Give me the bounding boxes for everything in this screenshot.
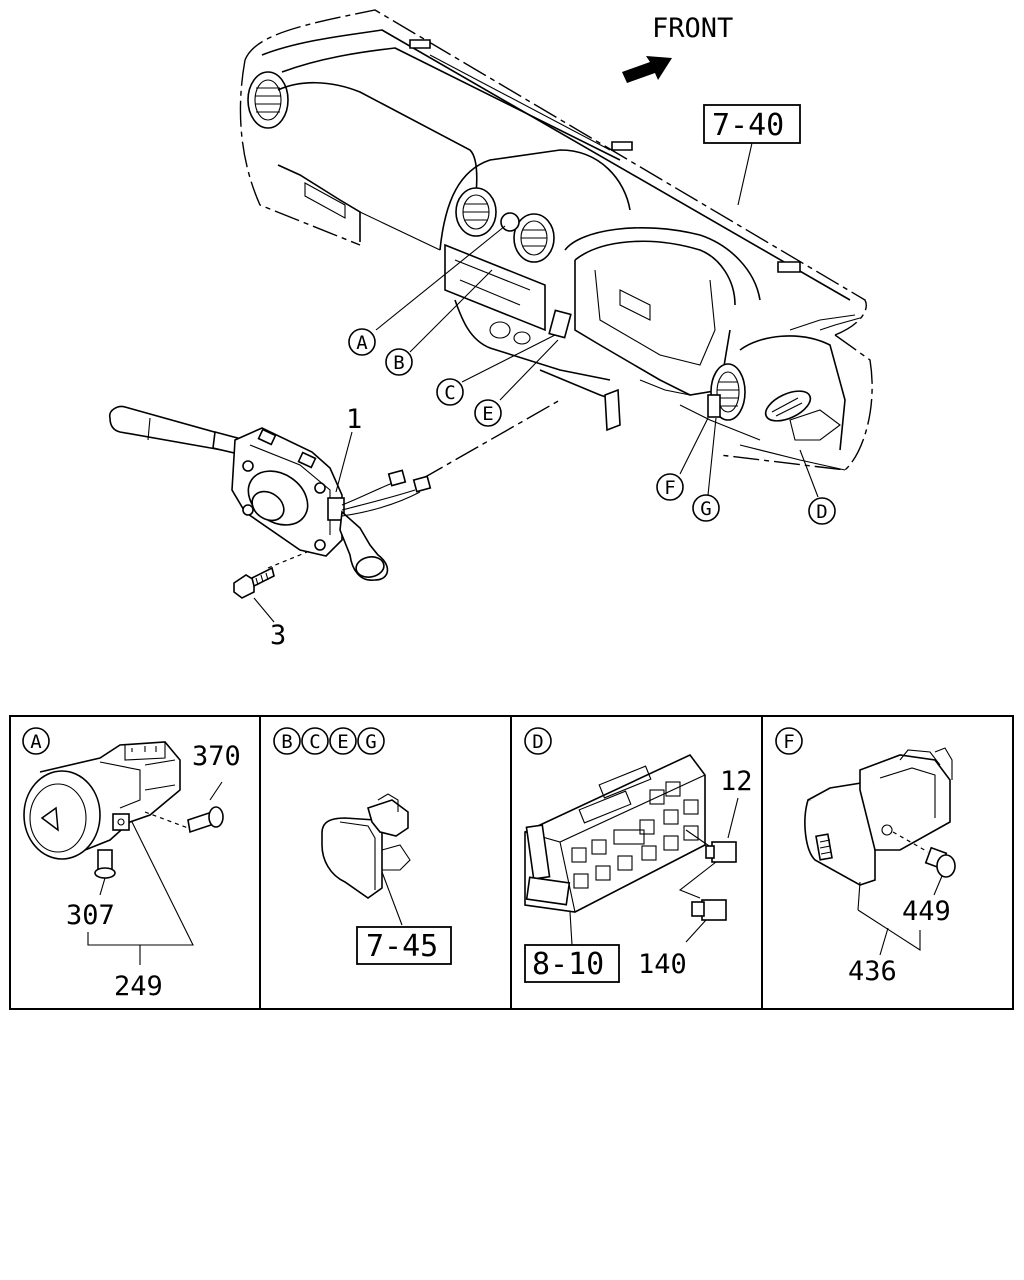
panel-bceg: B C E G — [273, 727, 452, 965]
relay-140 — [678, 861, 727, 943]
locator-callouts — [375, 225, 819, 498]
panel-f: F — [775, 727, 956, 956]
panel-letter: B — [281, 731, 292, 753]
dashboard-illustration — [239, 9, 873, 471]
locator-letter: F — [664, 477, 675, 499]
locator-circle-f: F — [656, 473, 684, 501]
locator-letter: D — [816, 501, 827, 523]
locator-circle-b: B — [385, 348, 413, 376]
screw-part-3 — [233, 549, 313, 623]
part-number-249: 249 — [114, 971, 163, 1002]
bracket-436 — [857, 909, 921, 956]
fuse-slots — [571, 765, 699, 889]
panel-d: D — [524, 727, 739, 983]
panel-d-letter-circle: D — [524, 727, 552, 755]
detail-table — [9, 715, 1014, 1010]
panel-letter: G — [365, 731, 376, 753]
part-number-12: 12 — [720, 766, 753, 797]
part-number-1: 1 — [346, 404, 362, 435]
dashboard-ref-box — [703, 104, 801, 144]
locator-circle-a: A — [348, 328, 376, 356]
locator-letter: B — [393, 352, 404, 374]
part-number-307: 307 — [66, 900, 115, 931]
screw-370 — [144, 781, 224, 834]
part-number-436: 436 — [848, 956, 897, 987]
dashboard-ref-label: 7-40 — [712, 108, 784, 143]
locator-circle-c: C — [436, 378, 464, 406]
bulb-449 — [892, 831, 956, 896]
ref-label-8-10: 8-10 — [532, 947, 604, 982]
blank-switch-cover — [321, 793, 411, 926]
part-number-3: 3 — [270, 620, 286, 651]
panel-a: A — [22, 727, 224, 965]
dimmer-switch — [804, 747, 953, 911]
locator-letter: G — [700, 498, 711, 520]
junction-block — [524, 754, 706, 946]
locator-letter: E — [482, 403, 493, 425]
part-number-370: 370 — [192, 741, 241, 772]
part-number-449: 449 — [902, 896, 951, 927]
front-arrow-icon — [622, 56, 672, 83]
panel-letter: F — [783, 731, 794, 753]
panel-a-letter-circle: A — [22, 727, 50, 755]
relay-12 — [685, 797, 739, 863]
panel-bceg-letter-circles: B C E G — [273, 727, 385, 755]
part-number-140: 140 — [638, 949, 687, 980]
panel-f-letter-circle: F — [775, 727, 803, 755]
ref-label-7-45: 7-45 — [366, 929, 438, 964]
bracket-249 — [87, 821, 194, 965]
locator-letter: A — [356, 332, 368, 354]
locator-circle-g: G — [692, 494, 720, 522]
hazard-switch — [23, 741, 181, 860]
panel-letter: E — [337, 731, 348, 753]
locator-circle-e: E — [474, 399, 502, 427]
bulb-307 — [94, 849, 116, 896]
locator-circle-d: D — [808, 497, 836, 525]
combination-switch — [108, 405, 432, 581]
front-label: FRONT — [652, 13, 733, 44]
locator-letter: C — [444, 382, 455, 404]
panel-letter: C — [309, 731, 320, 753]
panel-letter: A — [30, 731, 42, 753]
panel-letter: D — [532, 731, 543, 753]
ref-box-8-10 — [524, 944, 620, 983]
ref-box-7-45 — [356, 926, 452, 965]
